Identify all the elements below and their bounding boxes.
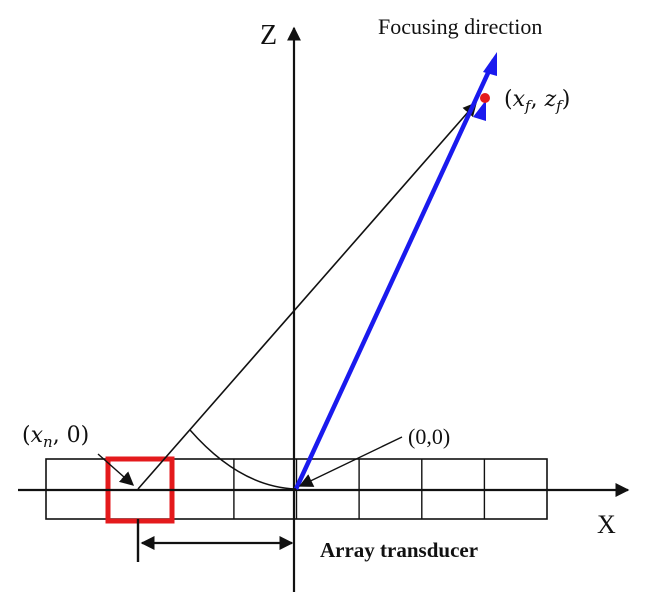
- focus-arrowhead-blue: [473, 100, 486, 121]
- z-axis-label: Z: [260, 20, 277, 51]
- focusing-direction-arrow: [293, 59, 497, 490]
- element-label-sub: n: [43, 433, 53, 451]
- origin-label: (0,0): [408, 424, 450, 449]
- focal-label-open: (: [504, 87, 513, 112]
- focusing-direction-arrowhead: [483, 52, 497, 76]
- focal-point: [480, 93, 490, 103]
- x-axis-label: X: [597, 510, 616, 539]
- element-label: (xn, 0): [22, 423, 89, 451]
- focusing-direction-label: Focusing direction: [378, 14, 542, 39]
- focal-label-var1: x: [513, 87, 526, 112]
- focal-label-sub1: f: [524, 97, 533, 115]
- element-label-rest: , 0): [53, 423, 90, 448]
- origin-leader-line: [298, 436, 403, 487]
- focal-label-close: ): [562, 87, 571, 112]
- angle-arc: [189, 429, 297, 490]
- element-leader-line: [97, 453, 135, 486]
- focal-point-label: (xf, zf): [504, 87, 570, 115]
- focal-label-sub2: f: [555, 97, 564, 115]
- element-label-open: (: [22, 423, 31, 448]
- element-label-var: x: [31, 423, 44, 448]
- element-to-focus-ray: [137, 101, 477, 490]
- focal-label-var2: z: [544, 87, 557, 112]
- array-transducer-label: Array transducer: [320, 538, 478, 562]
- focal-label-sep: ,: [531, 87, 545, 112]
